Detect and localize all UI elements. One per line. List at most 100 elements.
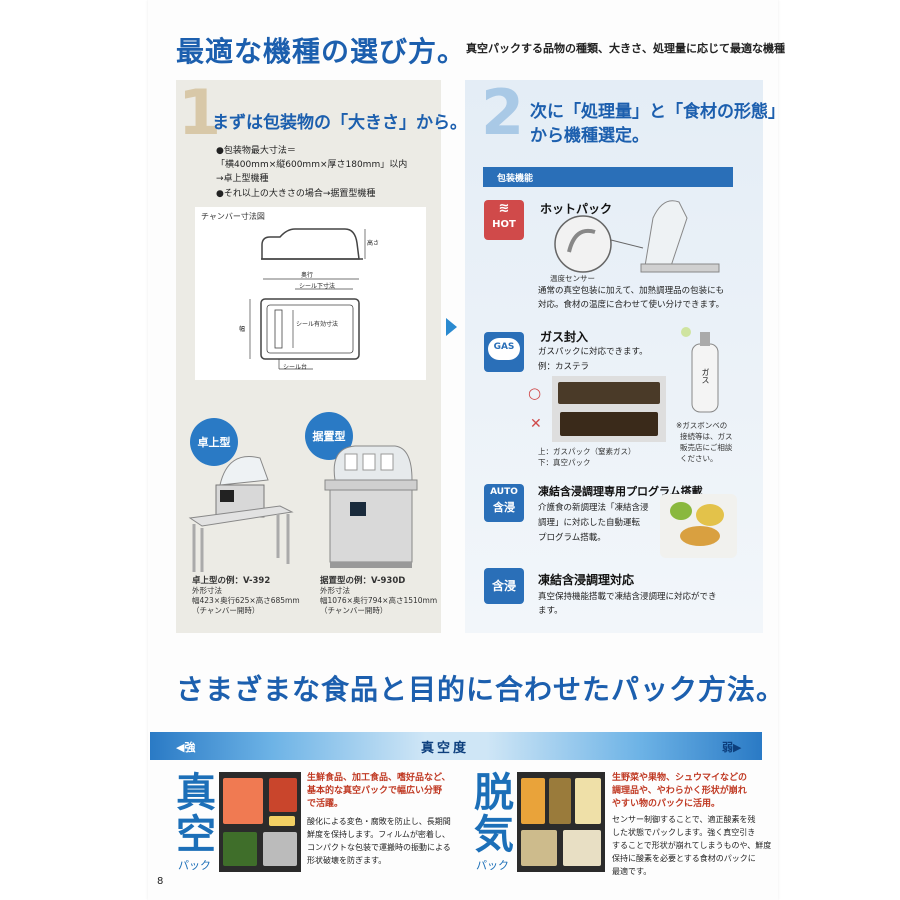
- vacuum-food-photo: [219, 772, 301, 872]
- label-seal-effective: シール有効寸法: [296, 321, 339, 328]
- gas-icon-label: GAS: [493, 342, 515, 352]
- label-seal-stand: シール台: [283, 364, 308, 371]
- ng-mark: ✕: [530, 416, 542, 432]
- impregnation-text-line: 真空保持機能搭載で凍結含浸調理に対応ができ: [538, 592, 717, 602]
- label-depth: 奥行: [301, 272, 314, 279]
- deaeration-food-photo: [517, 772, 605, 872]
- gas-note-line: 接続等は、ガス: [680, 432, 733, 441]
- gas-bottle-illustration: [681, 327, 719, 413]
- step2-title-line2: から機種選定。: [530, 126, 649, 146]
- deaeration-heading-char: 気: [474, 812, 514, 858]
- vacuum-heading-char: 空: [176, 812, 216, 858]
- vacuum-degree-label: 真空度: [421, 741, 470, 756]
- vacuum-lead-line: で活躍。: [307, 799, 344, 809]
- vacuum-lead-line: 基本的な真空パックで幅広い分野: [307, 786, 443, 796]
- hotpack-text-line: 通常の真空包装に加えて、加熱調理品の包装にも: [538, 286, 725, 296]
- ok-mark: ○: [528, 384, 542, 402]
- hot-icon-label: HOT: [492, 219, 516, 230]
- spec-line: ●それ以上の大きさの場合→据置型機種: [216, 189, 376, 199]
- vacuum-degree-bar: ◀強 真空度 弱▶: [150, 732, 762, 760]
- section-label: 包装機能: [497, 174, 534, 184]
- tabletop-caption-title: 卓上型の例：V-392: [192, 576, 271, 586]
- deaeration-heading-suffix: パック: [476, 859, 509, 872]
- deaeration-text-line: センサー制御することで、適正酸素を残: [612, 815, 756, 824]
- impregnation-text-line: ます。: [538, 606, 563, 616]
- floor-caption-title: 据置型の例：V-930D: [320, 576, 406, 586]
- chamber-diagram: チャンバー寸法図 高さ 奥行 シール下寸法 幅 シール有効寸法 シール台: [195, 207, 426, 380]
- gas-icon: GAS: [484, 332, 524, 372]
- floor-caption-line: （チャンバー開時）: [320, 606, 388, 615]
- step1-number: 1: [178, 76, 222, 149]
- deaeration-text-line: 保持に酸素を必要とする食材のパックに: [612, 854, 756, 863]
- auto-icon-label: AUTO: [490, 487, 518, 497]
- tabletop-caption-line: （チャンバー開時）: [192, 606, 260, 615]
- deaeration-lead-line: 生野菜や果物、シュウマイなどの: [612, 773, 748, 783]
- gas-legend-line: 上：ガスパック（窒素ガス）: [538, 447, 636, 456]
- floor-caption: 据置型の例：V-930D 外形寸法 幅1076×奥行794×高さ1510mm （…: [320, 576, 437, 616]
- floor-caption-line: 外形寸法: [320, 586, 350, 595]
- tabletop-caption-line: 幅423×奥行625×高さ685mm: [192, 596, 300, 605]
- vacuum-lead-line: 生鮮食品、加工食品、嗜好品など、: [307, 773, 451, 783]
- gas-text-line: 例：カステラ: [538, 362, 590, 372]
- tabletop-caption: 卓上型の例：V-392 外形寸法 幅423×奥行625×高さ685mm （チャン…: [192, 576, 300, 616]
- chamber-drawing: [249, 228, 366, 370]
- machines-illustration: [188, 445, 418, 572]
- auto-icon-label-2: 含浸: [493, 501, 515, 514]
- vacuum-text-line: 酸化による変色・腐敗を防止し、長期間: [307, 817, 451, 826]
- food-plate-photo: [660, 494, 737, 558]
- vacuum-text-line: 鮮度を保持します。フィルムが密着し、: [307, 830, 450, 839]
- auto-text-line: プログラム搭載。: [538, 533, 606, 543]
- floor-caption-line: 幅1076×奥行794×高さ1510mm: [320, 596, 438, 605]
- impregnation-icon: 含浸: [484, 568, 524, 604]
- vacuum-text-line: コンパクトな包装で運搬時の振動による: [307, 843, 451, 852]
- label-seal-bottom: シール下寸法: [299, 283, 336, 290]
- spec-line: ●包装物最大寸法＝: [216, 146, 296, 156]
- auto-impregnation-icon: AUTO 含浸: [484, 484, 524, 522]
- spec-line: →卓上型機種: [216, 174, 269, 184]
- gas-note-line: 販売店にご相談: [680, 443, 733, 452]
- tabletop-caption-line: 外形寸法: [192, 586, 222, 595]
- arrow-right-icon: [446, 318, 457, 336]
- bottle-label: ガス: [701, 368, 710, 384]
- gas-note-line: ください。: [680, 454, 718, 463]
- hotpack-illustration: [554, 200, 720, 273]
- label-width: 幅: [239, 326, 246, 333]
- spec-line: 「横400mm×縦600mm×厚さ180mm」以内: [216, 160, 408, 170]
- hot-icon: ≋ HOT: [484, 200, 524, 240]
- methods-title: さまざまな食品と目的に合わせたパック方法。: [176, 673, 786, 706]
- deaeration-text-line: した状態でパックします。強く真空引き: [612, 828, 756, 837]
- gas-note-line: ※ガスボンベの: [676, 421, 728, 430]
- section-label-bar: 包装機能: [483, 167, 733, 187]
- deaeration-lead-line: やすい物のパックに活用。: [612, 799, 721, 809]
- vacuum-heading-char: 真: [176, 770, 216, 816]
- tabletop-badge: 卓上型: [190, 418, 238, 466]
- step1-title: まずは包装物の「大きさ」から。: [212, 113, 467, 133]
- impregnation-title: 凍結含浸調理対応: [538, 573, 635, 587]
- deaeration-lead-line: 調理品や、やわらかく形状が崩れ: [612, 786, 747, 796]
- gas-text-line: ガスパックに対応できます。: [538, 347, 648, 357]
- label-height: 高さ: [367, 240, 380, 247]
- strong-label: ◀強: [176, 741, 196, 754]
- weak-label: 弱▶: [722, 741, 742, 754]
- hotpack-title: ホットパック: [540, 202, 613, 216]
- diagram-caption: チャンバー寸法図: [201, 212, 265, 221]
- castella-photo: [552, 376, 666, 442]
- page-title: 最適な機種の選び方。: [176, 35, 467, 68]
- step2-number: 2: [481, 76, 525, 149]
- impregnation-icon-label: 含浸: [491, 579, 516, 593]
- gas-legend-line: 下：真空パック: [538, 458, 591, 467]
- deaeration-text-line: 最適です。: [612, 867, 652, 876]
- gas-title: ガス封入: [540, 330, 589, 344]
- vacuum-heading-suffix: パック: [178, 859, 211, 872]
- step2-title-line1: 次に「処理量」と「食材の形態」: [530, 102, 785, 122]
- deaeration-text-line: することで形状が崩れてしまうものや、鮮度: [612, 841, 772, 850]
- hotpack-text-line: 対応。食材の温度に合わせて使い分けできます。: [538, 300, 725, 310]
- page-subtitle: 真空パックする品物の種類、大きさ、処理量に応じて最適な機種: [466, 42, 785, 55]
- deaeration-heading-char: 脱: [474, 770, 514, 816]
- page-number: 8: [157, 876, 164, 887]
- steam-icon: ≋: [498, 201, 510, 216]
- auto-text-line: 調理」に対応した自動運転: [538, 518, 641, 528]
- vacuum-text-line: 形状破壊を防ぎます。: [307, 856, 387, 865]
- sensor-label: 温度センサー: [550, 274, 595, 283]
